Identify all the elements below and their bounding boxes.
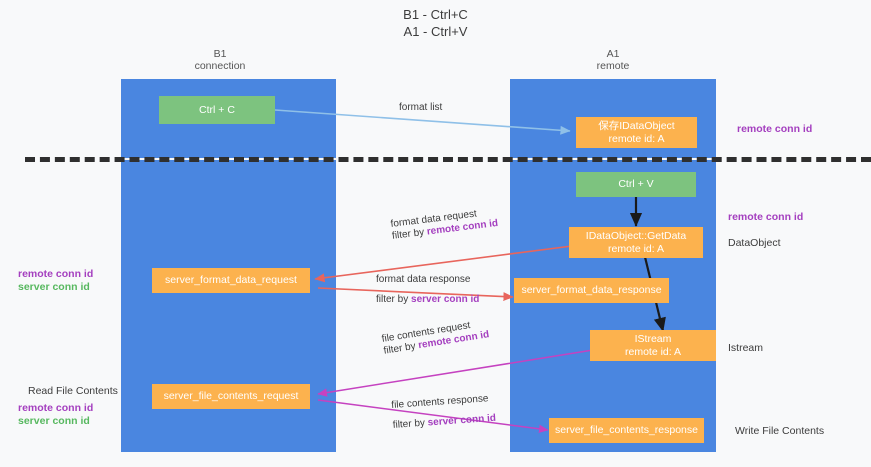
node-server-format-data-request-label: server_format_data_request xyxy=(165,274,297,287)
column-header-b1: B1 connection xyxy=(150,48,290,72)
edge-label-format-list-text: format list xyxy=(399,102,443,113)
edge-label-file-contents-response: file contents response filter by server … xyxy=(391,393,496,432)
edge-label-format-data-response-filter: filter by server conn id xyxy=(376,294,479,306)
node-save-idataobject-remote-id: remote id: A xyxy=(608,132,665,145)
column-header-a1: A1 remote xyxy=(543,48,683,72)
edge-label-format-list: format list xyxy=(399,102,442,114)
phase-divider xyxy=(25,157,871,162)
node-ctrl-c[interactable]: Ctrl + C xyxy=(159,96,275,124)
node-getdata-remote-id: remote id: A xyxy=(607,242,665,255)
column-a1-role: remote xyxy=(596,60,630,72)
note-write-file-contents: Write File Contents xyxy=(735,425,825,437)
node-ctrl-c-label: Ctrl + C xyxy=(199,103,235,116)
node-server-format-data-response[interactable]: server_format_data_response xyxy=(514,278,669,303)
filter-prefix: filter by xyxy=(376,294,412,305)
title-line-1: B1 - Ctrl+C xyxy=(403,7,468,22)
node-server-format-data-response-label: server_format_data_response xyxy=(521,284,662,297)
diagram-title: B1 - Ctrl+C A1 - Ctrl+V xyxy=(0,6,871,40)
note-remote-conn-id-top: remote conn id xyxy=(737,123,813,135)
node-ctrl-v-label: Ctrl + V xyxy=(618,178,654,191)
edge-label-format-data-request: format data request filter by remote con… xyxy=(390,206,499,243)
edge-label-file-contents-response-filter: filter by server conn id xyxy=(392,413,496,432)
note-read-file-contents: Read File Contents xyxy=(28,385,118,397)
note-left-server-conn-id-bottom: server conn id xyxy=(18,415,90,427)
note-left-remote-conn-id-mid: remote conn id xyxy=(18,268,94,280)
node-server-format-data-request[interactable]: server_format_data_request xyxy=(152,268,310,293)
note-istream: Istream xyxy=(728,342,764,354)
node-save-idataobject-label: 保存IDataObject xyxy=(598,120,675,132)
lane-a1-bottom xyxy=(510,160,716,452)
node-istream-label: IStream xyxy=(634,333,672,345)
edge-label-file-contents-request: file contents request filter by remote c… xyxy=(381,317,490,357)
note-left-remote-conn-id-bottom: remote conn id xyxy=(18,402,94,414)
title-line-2: A1 - Ctrl+V xyxy=(403,24,468,39)
node-istream-remote-id: remote id: A xyxy=(624,345,682,358)
edge-label-file-contents-response-title: file contents response xyxy=(391,393,489,411)
column-b1-name: B1 xyxy=(213,48,227,60)
node-server-file-contents-response[interactable]: server_file_contents_response xyxy=(549,418,704,443)
filter-key-server-conn-id: server conn id xyxy=(427,412,497,429)
node-server-file-contents-request-label: server_file_contents_request xyxy=(163,390,299,403)
filter-key-server-conn-id: server conn id xyxy=(411,294,480,305)
node-save-idataobject[interactable]: 保存IDataObject remote id: A xyxy=(576,117,697,148)
node-getdata-label: IDataObject::GetData xyxy=(585,230,687,242)
note-remote-conn-id-mid: remote conn id xyxy=(728,211,804,223)
node-idataobject-getdata[interactable]: IDataObject::GetData remote id: A xyxy=(569,227,703,258)
edge-label-format-data-response: format data response filter by server co… xyxy=(376,274,479,306)
edge-label-format-data-response-title: format data response xyxy=(376,274,471,285)
column-b1-role: connection xyxy=(194,60,246,72)
node-server-file-contents-response-label: server_file_contents_response xyxy=(554,424,698,437)
node-server-file-contents-request[interactable]: server_file_contents_request xyxy=(152,384,310,409)
note-left-server-conn-id-mid: server conn id xyxy=(18,281,90,293)
node-ctrl-v[interactable]: Ctrl + V xyxy=(576,172,696,197)
filter-prefix: filter by xyxy=(392,417,429,431)
node-istream[interactable]: IStream remote id: A xyxy=(590,330,716,361)
note-dataobject: DataObject xyxy=(728,237,781,249)
column-a1-name: A1 xyxy=(606,48,620,60)
